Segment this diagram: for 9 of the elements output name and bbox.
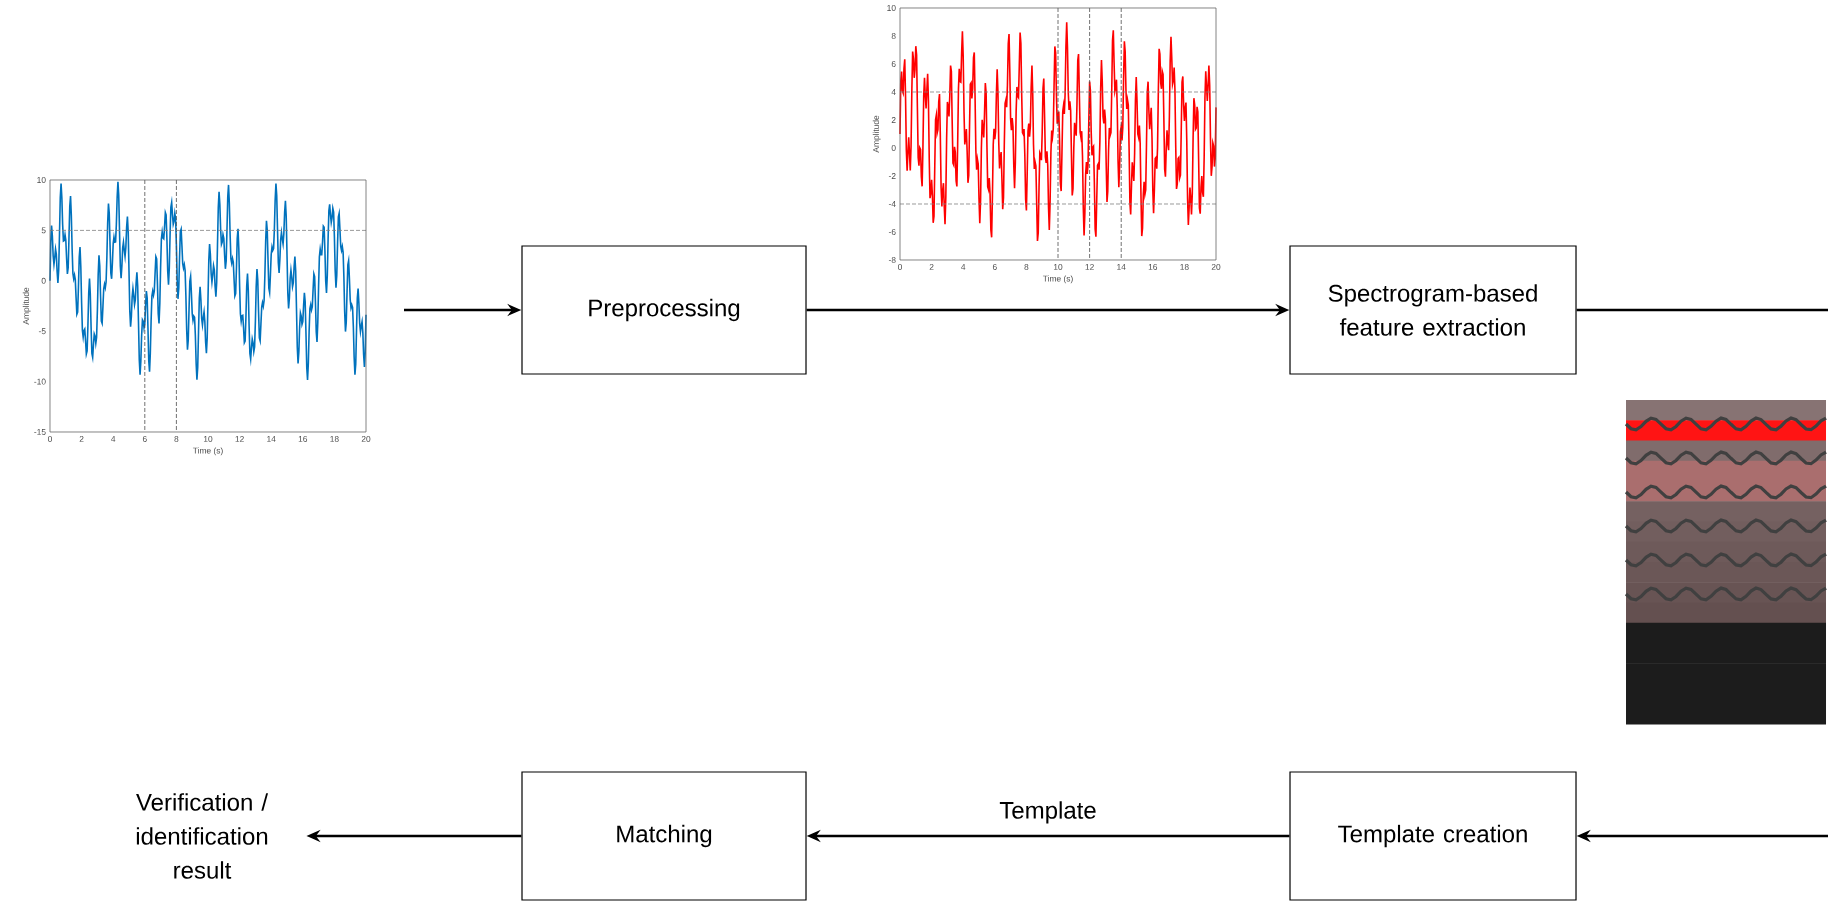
spectrogram-drawing: [1624, 400, 1827, 725]
signal-plot: [899, 7, 1217, 261]
process-box: Spectrogram-based feature extraction: [1289, 245, 1577, 375]
process-box: Preprocessing: [521, 245, 807, 375]
process-box: Matching: [521, 771, 807, 901]
signal-plot: [49, 179, 367, 433]
process-box: Template creation: [1289, 771, 1577, 901]
edge-label: Template: [997, 799, 1099, 826]
result-text: Verification / identification result: [136, 793, 268, 879]
